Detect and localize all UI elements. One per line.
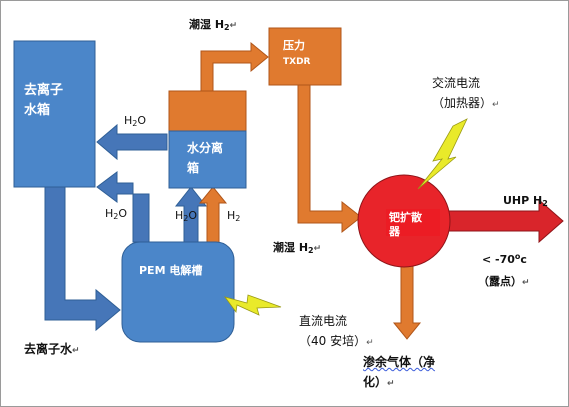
- uhp-h2-text: UHP H: [503, 194, 543, 207]
- tank-label: 去离子 水箱: [24, 81, 63, 121]
- dew-point-degree: o: [514, 252, 521, 261]
- dc-current-line2: （40 安培）↵: [299, 331, 374, 353]
- wet-h2-top-sub: 2: [224, 23, 230, 32]
- h2o-left-o: O: [118, 207, 128, 220]
- uhp-h2-sub: 2: [542, 199, 548, 208]
- vent-gas-line2-text: 化）: [363, 375, 388, 389]
- deionized-water-text: 去离子水: [24, 342, 73, 356]
- dew-point-value: < -70: [482, 253, 515, 266]
- vent-gas-line1-text: 渗余气体（净: [363, 355, 436, 369]
- separator-head: [168, 90, 247, 132]
- dew-point-line2: （露点）↵: [478, 271, 530, 294]
- water-separator: [168, 130, 247, 189]
- pem-to-separator-water-arrow: [174, 186, 208, 243]
- pem-to-tank-arrow: [96, 171, 150, 243]
- separator-label-line2: 箱: [187, 161, 200, 175]
- h2o-mid-h: H: [175, 209, 184, 222]
- h2o-top-sub: 2: [132, 119, 138, 128]
- wet-h2-top-text: 潮湿 H: [189, 18, 225, 31]
- tank-label-line1: 去离子: [24, 83, 64, 98]
- h2-mid-sub: 2: [235, 214, 241, 223]
- deionized-water-tank: [13, 40, 96, 188]
- h2o-top-o: O: [137, 114, 147, 127]
- pem-electrolyzer: [121, 241, 235, 343]
- h2o-top-h: H: [124, 114, 133, 127]
- diffuser-label-line1: 钯扩散: [389, 211, 422, 224]
- vent-gas-arrow: [392, 265, 422, 340]
- h2-mid-label: H2: [227, 209, 240, 226]
- dew-point-line2-text: （露点）: [478, 275, 522, 288]
- h2o-mid-sub: 2: [183, 214, 189, 223]
- pem-to-separator-h2-arrow: [198, 186, 228, 247]
- deionized-water-label: 去离子水↵: [24, 342, 80, 358]
- dew-point-unit: c: [520, 253, 527, 266]
- diffuser-label-box: [386, 209, 440, 236]
- dew-point-line1: < -70oc: [482, 246, 530, 271]
- paragraph-mark: ↵: [72, 346, 80, 356]
- wet-h2-mid-sub: 2: [308, 246, 314, 255]
- ac-power-line1-text: 交流电流: [432, 76, 481, 90]
- dc-current-line1-text: 直流电流: [299, 314, 348, 328]
- paragraph-mark: ↵: [492, 100, 500, 110]
- h2o-left-h: H: [105, 207, 114, 220]
- paragraph-mark: ↵: [366, 338, 374, 348]
- deionized-water-feed-arrow: [44, 186, 121, 332]
- diffuser-label-line2: 器: [389, 225, 400, 238]
- separator-to-tank-arrow: [96, 123, 168, 161]
- uhp-h2-output-arrow: [440, 198, 564, 244]
- dew-point-label: < -70oc （露点）↵: [478, 246, 530, 294]
- separator-label-line1: 水分离: [187, 141, 224, 155]
- ac-power-label: 交流电流 （加热器）↵: [432, 73, 500, 115]
- separator-label: 水分离 箱: [187, 138, 223, 178]
- paragraph-mark: ↵: [522, 278, 530, 288]
- dc-current-line2-text: （40 安培）: [299, 334, 367, 348]
- ac-power-line1: 交流电流: [432, 73, 500, 93]
- vent-gas-line2: 化）↵: [363, 372, 435, 394]
- pressure-to-diffuser-arrow: [297, 84, 362, 234]
- wet-h2-top-label: 潮湿 H2↵: [189, 18, 237, 35]
- diffuser-label: 钯扩散 器: [389, 211, 422, 239]
- pem-label-text: PEM 电解槽: [139, 264, 203, 277]
- dc-current-line1: 直流电流: [299, 311, 374, 331]
- h2o-mid-o: O: [188, 209, 198, 222]
- h2o-left-sub: 2: [113, 212, 119, 221]
- dc-current-label: 直流电流 （40 安培）↵: [299, 311, 374, 353]
- ac-power-line2-text: （加热器）: [432, 96, 493, 110]
- paragraph-mark: ↵: [229, 21, 238, 31]
- pressure-label-line1: 压力: [283, 39, 305, 52]
- vent-gas-line1: 渗余气体（净: [363, 352, 435, 372]
- uhp-h2-label: UHP H2: [503, 194, 548, 211]
- wet-h2-mid-label: 潮湿 H2↵: [273, 241, 321, 258]
- pressure-transducer: [268, 27, 342, 86]
- pressure-label-line2: TXDR: [283, 57, 311, 67]
- vent-gas-label: 渗余气体（净 化）↵: [363, 352, 435, 394]
- h2-mid-h: H: [227, 209, 236, 222]
- pressure-label: 压力 TXDR: [283, 38, 310, 70]
- separator-to-pressure-arrow: [200, 41, 269, 92]
- paragraph-mark: ↵: [387, 379, 395, 389]
- h2o-mid-label: H2O: [175, 209, 197, 226]
- pem-label: PEM 电解槽: [139, 264, 202, 278]
- h2o-left-label: H2O: [105, 207, 127, 224]
- heater-lightning-bolt-icon: [417, 118, 468, 190]
- ac-power-line2: （加热器）↵: [432, 93, 500, 115]
- wet-h2-mid-text: 潮湿 H: [273, 241, 309, 254]
- h2o-top-label: H2O: [124, 114, 146, 131]
- paragraph-mark: ↵: [313, 244, 322, 254]
- tank-label-line2: 水箱: [24, 103, 51, 118]
- dc-lightning-bolt-icon: [223, 294, 282, 316]
